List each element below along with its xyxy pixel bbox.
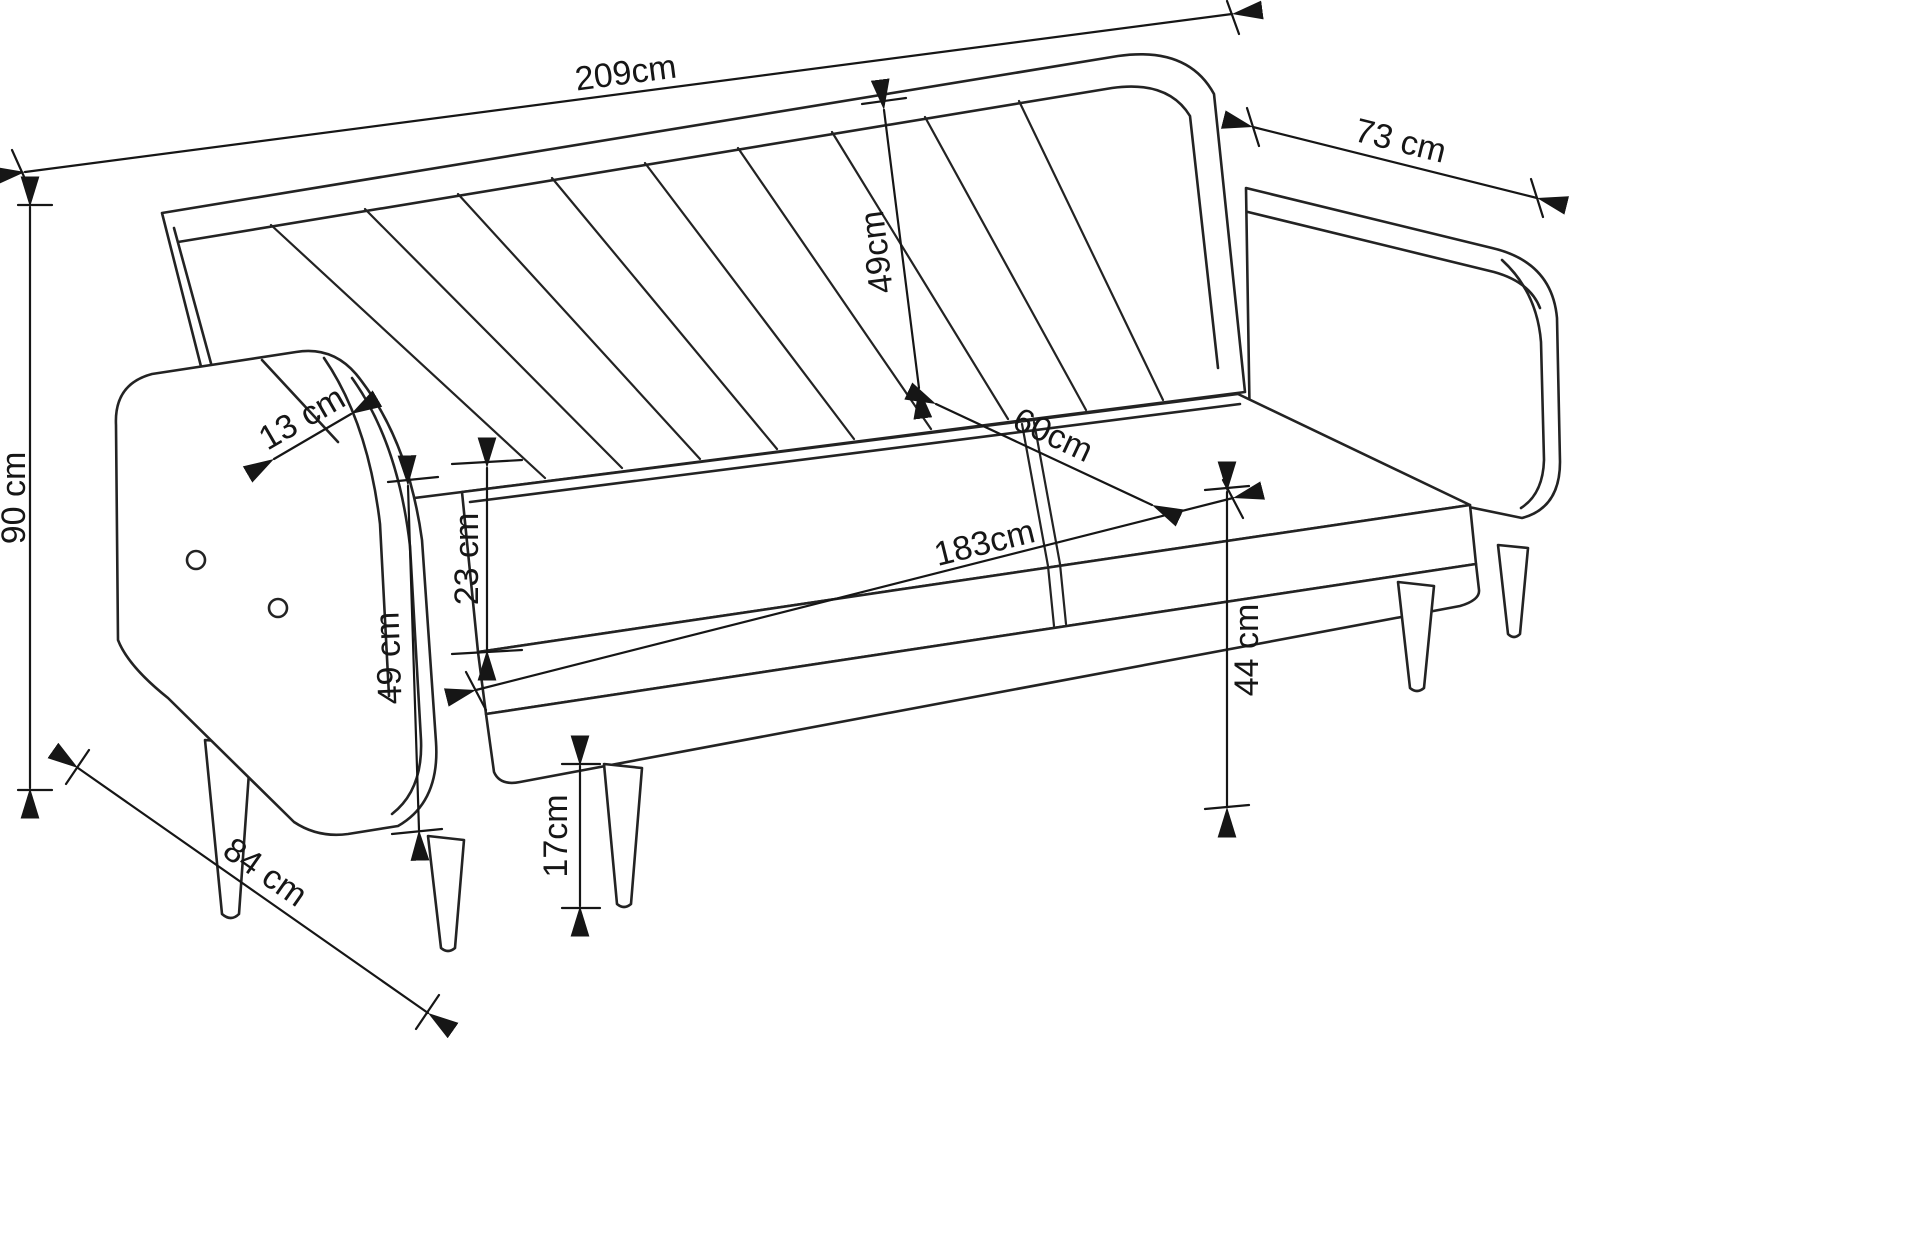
tufting-button (185, 549, 207, 571)
leg-right-front (1396, 580, 1436, 693)
dim-label-overall-width: 209cm (573, 48, 679, 99)
leg-right-rear (1496, 543, 1530, 639)
right-armrest-top-rim (1246, 210, 1542, 310)
right-armrest-front-band (1500, 258, 1546, 510)
sofa-drawing (114, 52, 1562, 953)
dim-label-cushion-thickness: 23 cm (448, 513, 486, 606)
dim-label-overall-height: 90 cm (0, 452, 33, 545)
leg-center-front (602, 762, 644, 909)
tufting-button (267, 597, 289, 619)
leg-left-rear (426, 834, 466, 953)
dimension-seat-height: 44 cm (1203, 461, 1266, 838)
dimension-leg-height: 17cm (537, 735, 602, 937)
dimension-cushion-thickness: 23 cm (448, 437, 524, 681)
dim-label-seat-height: 44 cm (1228, 604, 1266, 697)
dim-label-armrest-height: 49 cm (368, 611, 409, 705)
dim-label-arm-depth: 73 cm (1351, 111, 1450, 170)
dimension-armrest-height: 49 cm (368, 455, 444, 861)
dimension-overall-height: 90 cm (0, 176, 54, 819)
dim-label-leg-height: 17cm (537, 794, 575, 877)
